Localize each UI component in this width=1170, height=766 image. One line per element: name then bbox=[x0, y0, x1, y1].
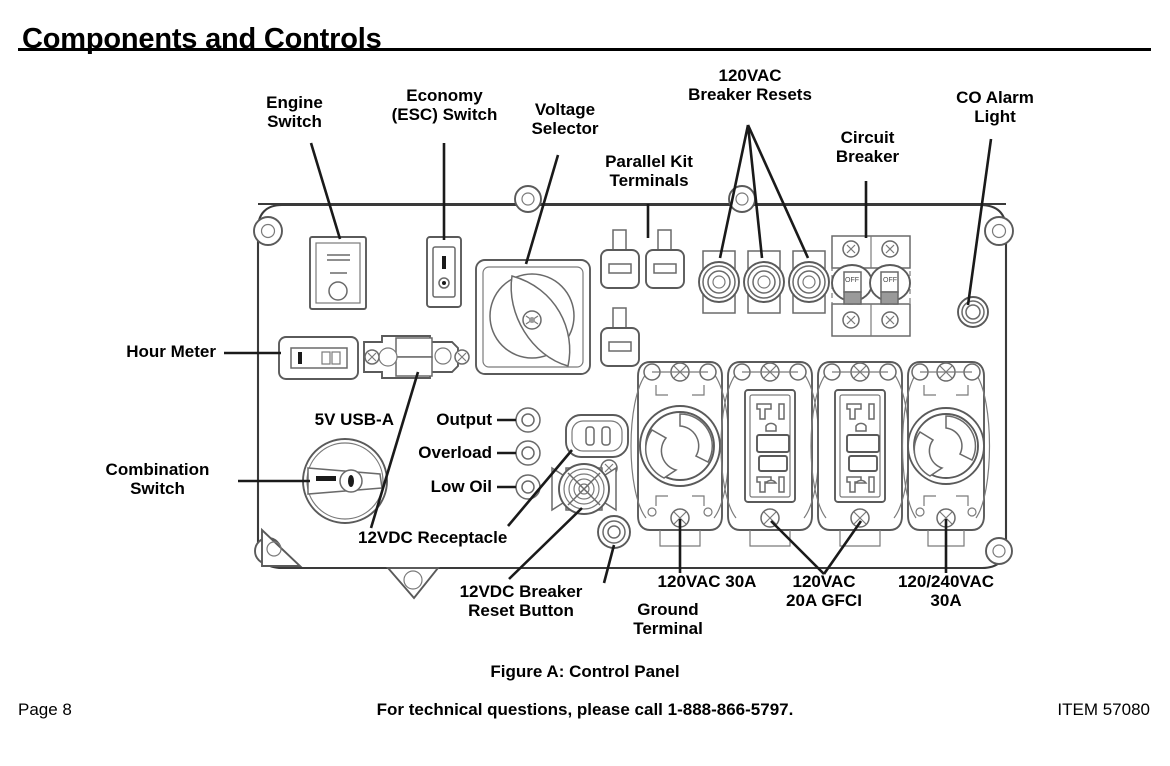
callout-voltage-selector: Voltage Selector bbox=[531, 100, 599, 139]
breaker-reset-1 bbox=[698, 250, 740, 314]
outlet-120vac-20a-gfci-right bbox=[810, 361, 910, 547]
callout-engine-switch: Engine Switch bbox=[266, 93, 323, 132]
callout-outlet-120vac-20a-gfci: 120VAC 20A GFCI bbox=[786, 572, 862, 611]
indicator-lights bbox=[497, 407, 541, 500]
callout-ground-terminal: Ground Terminal bbox=[633, 600, 703, 639]
parallel-kit-terminals bbox=[600, 229, 685, 367]
outlet-120vac-30a bbox=[630, 361, 730, 547]
breaker-off-label-left: OFF bbox=[845, 277, 859, 284]
callout-economy-esc-switch: Economy (ESC) Switch bbox=[391, 86, 498, 125]
footer-page-number: Page 8 bbox=[18, 700, 72, 719]
callout-output: Output bbox=[436, 410, 492, 429]
callout-outlet-120vac-30a: 120VAC 30A bbox=[657, 572, 757, 591]
engine-switch bbox=[309, 236, 367, 310]
callout-overload: Overload bbox=[418, 443, 492, 462]
breaker-resets bbox=[698, 250, 830, 314]
page-title: Components and Controls bbox=[22, 23, 382, 56]
outlet-120-240vac-30a bbox=[901, 361, 991, 547]
callout-co-alarm-light: CO Alarm Light bbox=[956, 88, 1034, 127]
callout-breaker-reset-button-12vdc: 12VDC Breaker Reset Button bbox=[459, 582, 583, 621]
callout-hour-meter: Hour Meter bbox=[126, 342, 216, 361]
callout-outlet-120-240vac-30a: 120/240VAC 30A bbox=[897, 572, 995, 611]
callout-combination-switch: Combination Switch bbox=[105, 460, 210, 499]
title-divider bbox=[18, 48, 1151, 51]
breaker-reset-3 bbox=[788, 250, 830, 314]
breaker-off-label-right: OFF bbox=[883, 277, 897, 284]
breaker-reset-2 bbox=[743, 250, 785, 314]
outlet-120vac-20a-gfci-left bbox=[720, 361, 820, 547]
panel-mount-ears bbox=[253, 185, 1014, 565]
co-alarm-light bbox=[957, 296, 989, 328]
circuit-breaker: OFF OFF bbox=[831, 235, 911, 337]
low-oil-indicator bbox=[515, 474, 541, 500]
voltage-selector bbox=[475, 259, 591, 375]
callout-circuit-breaker: Circuit Breaker bbox=[835, 128, 900, 167]
callout-receptacle-12vdc: 12VDC Receptacle bbox=[358, 528, 508, 547]
breaker-reset-button-12vdc bbox=[551, 463, 617, 515]
economy-esc-switch bbox=[426, 236, 462, 308]
usb-a-module bbox=[363, 335, 470, 379]
output-indicator bbox=[515, 407, 541, 433]
figure-caption: Figure A: Control Panel bbox=[490, 662, 680, 681]
callout-low-oil: Low Oil bbox=[430, 477, 492, 496]
overload-indicator bbox=[515, 440, 541, 466]
footer-technical-questions: For technical questions, please call 1-8… bbox=[376, 700, 794, 719]
footer-item-number: ITEM 57080 bbox=[1057, 700, 1150, 719]
callout-breaker-resets: 120VAC Breaker Resets bbox=[688, 66, 812, 105]
ground-terminal bbox=[597, 515, 631, 549]
callout-parallel-kit-terminals: Parallel Kit Terminals bbox=[605, 152, 693, 191]
leader-lines bbox=[224, 124, 993, 584]
hour-meter bbox=[278, 336, 359, 380]
callout-usb-a: 5V USB-A bbox=[314, 410, 394, 429]
receptacle-12vdc bbox=[565, 414, 629, 477]
